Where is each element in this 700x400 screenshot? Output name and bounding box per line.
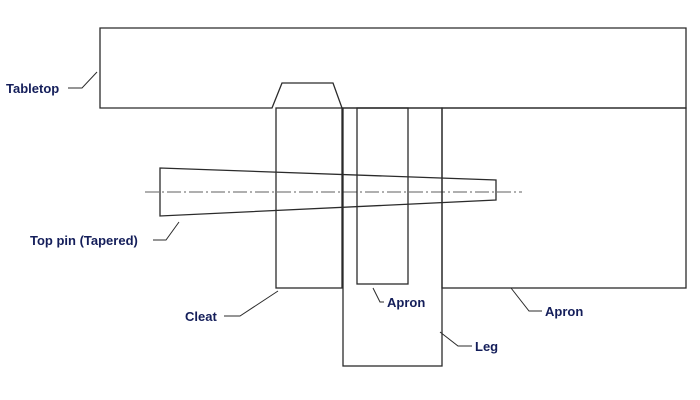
top-pin: [159, 167, 497, 217]
apron-inner-label: Apron: [387, 295, 425, 310]
top-pin-label: Top pin (Tapered): [30, 233, 138, 248]
leg-label: Leg: [475, 339, 498, 354]
apron-outer-leader: [510, 287, 542, 312]
tabletop-leader: [68, 71, 98, 89]
tabletop: [99, 27, 687, 109]
cleat-leader: [224, 290, 279, 317]
apron-inner: [356, 107, 409, 285]
apron-outer-label: Apron: [545, 304, 583, 319]
apron-outer: [441, 107, 687, 289]
leg: [342, 107, 443, 367]
cleat: [275, 107, 343, 289]
top-pin-leader: [153, 221, 180, 241]
tabletop-label: Tabletop: [6, 81, 59, 96]
cleat-label: Cleat: [185, 309, 217, 324]
apron-inner-leader: [372, 287, 384, 303]
leg-leader: [439, 331, 472, 347]
